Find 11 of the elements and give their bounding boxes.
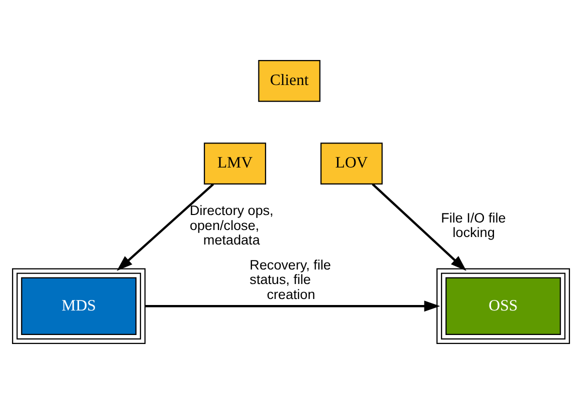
node-box: LOV [320, 142, 383, 184]
arrow [116, 183, 214, 271]
edge-label: Directory ops, open/close, metadata [190, 203, 274, 248]
arrow [372, 183, 466, 271]
node-box: Client [258, 60, 320, 102]
arrow [145, 300, 440, 312]
edge-label: Recovery, file status, file creation [250, 257, 331, 302]
edge-label: File I/O file locking [440, 210, 506, 240]
node-box: MDS [12, 268, 146, 344]
node-box: LMV [204, 142, 266, 184]
node-box: OSS [436, 268, 570, 344]
